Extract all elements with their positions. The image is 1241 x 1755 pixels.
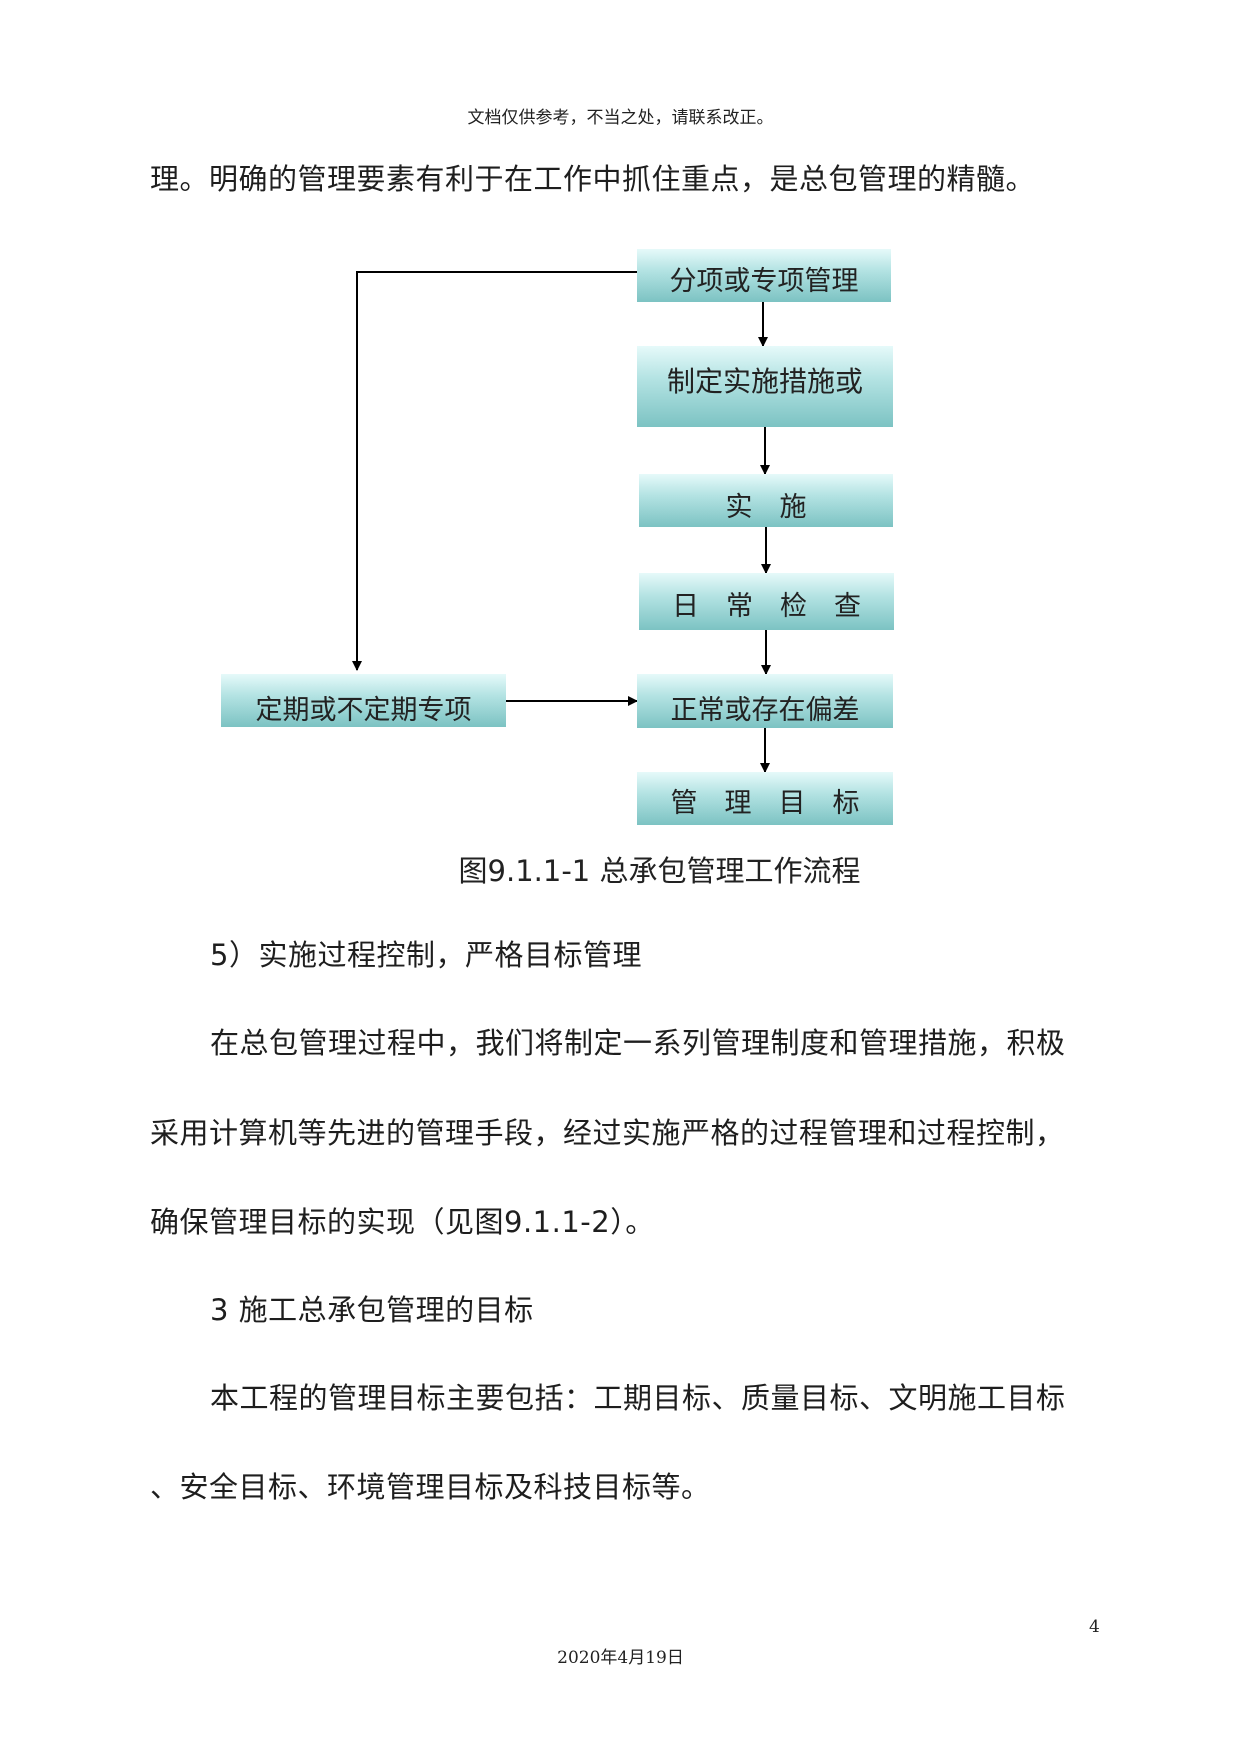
page-header: 文档仅供参考，不当之处，请联系改正。 [467,108,774,128]
paragraph-line: 确保管理目标的实现（见图9.1.1-2）。 [150,1205,655,1239]
flow-box-management-goal: 管 理 目 标 [637,772,893,825]
intro-line: 理。明确的管理要素有利于在工作中抓住重点，是总包管理的精髓。 [150,162,1036,196]
section-5-title: 5）实施过程控制，严格目标管理 [210,938,642,972]
flow-box-set-measures: 制定实施措施或 [637,346,893,427]
paragraph-line: 、安全目标、环境管理目标及科技目标等。 [150,1470,711,1504]
paragraph-line: 采用计算机等先进的管理手段，经过实施严格的过程管理和过程控制， [150,1116,1065,1150]
flow-box-subitem-management: 分项或专项管理 [637,249,891,302]
flow-box-periodic-special: 定期或不定期专项 [221,674,506,727]
section-3-title: 3 施工总承包管理的目标 [210,1293,534,1327]
paragraph-line: 本工程的管理目标主要包括：工期目标、质量目标、文明施工目标 [210,1381,1066,1415]
page-number: 4 [1089,1617,1100,1637]
flow-box-label: 实 施 [725,492,807,523]
feedback-line [352,271,637,671]
flow-box-label: 制定实施措施或 [666,365,863,398]
flow-box-label: 管 理 目 标 [670,788,860,819]
flow-box-label: 正常或存在偏差 [670,695,860,726]
flow-box-daily-check: 日 常 检 查 [639,573,894,630]
figure-caption: 图9.1.1-1 总承包管理工作流程 [458,854,861,888]
flow-box-label: 日 常 检 查 [672,591,861,622]
footer-date: 2020年4月19日 [557,1648,684,1668]
flow-box-label: 定期或不定期专项 [255,695,472,726]
flow-box-normal-or-deviation: 正常或存在偏差 [637,674,893,728]
flow-box-implement: 实 施 [639,474,893,527]
flow-box-label: 分项或专项管理 [669,266,859,297]
paragraph-line: 在总包管理过程中，我们将制定一系列管理制度和管理措施，积极 [210,1026,1066,1060]
